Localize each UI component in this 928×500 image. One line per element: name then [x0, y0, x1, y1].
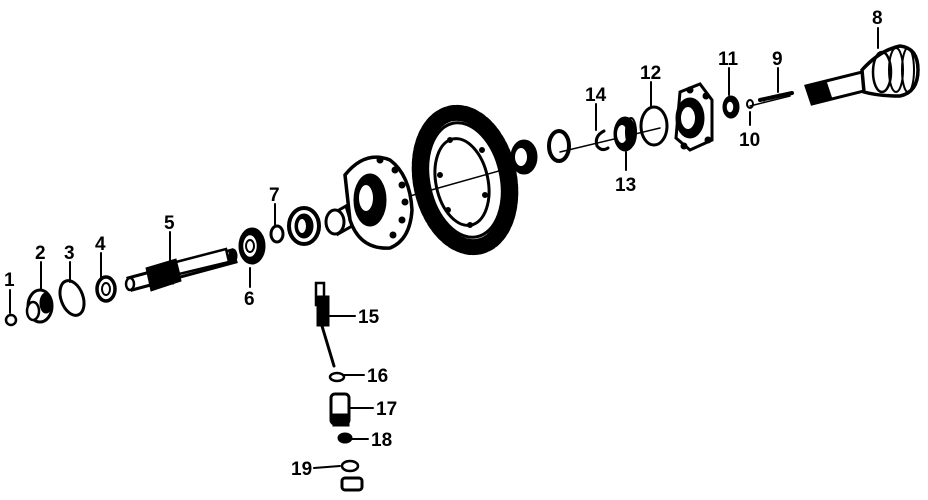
callout-6: 6: [244, 289, 255, 310]
callout-10: 10: [739, 130, 760, 151]
part-17-sleeve: [329, 392, 351, 427]
differential-case: [324, 155, 414, 250]
bearing-race-ring: [547, 129, 571, 163]
callout-9: 9: [772, 49, 783, 70]
callout-15: 15: [358, 307, 380, 328]
callout-19: 19: [291, 459, 312, 480]
callout-16: 16: [367, 366, 388, 387]
callout-4: 4: [95, 234, 106, 255]
adapter-housing: [674, 82, 714, 152]
part-7-ring: [269, 224, 285, 244]
part-4-bearing: [95, 275, 117, 303]
part-6-bearing: [238, 227, 266, 265]
bearing-race: [287, 206, 321, 246]
callout-5: 5: [164, 213, 175, 234]
part-8-axle-joint: [804, 44, 920, 106]
callout-13: 13: [615, 175, 636, 196]
callout-17: 17: [376, 399, 397, 420]
part-12-ring: [639, 105, 669, 147]
assembly-axis: [409, 95, 791, 197]
callout-labels: 1 2 3 4 5 6 7 8 9 10 11 12 13 14 15 16 1…: [4, 8, 883, 480]
callout-18: 18: [371, 430, 392, 451]
part-11-seal: [722, 95, 740, 119]
part-3-snap-ring: [58, 279, 86, 317]
part-1-ring: [4, 313, 18, 327]
callout-7: 7: [269, 185, 280, 206]
leader-lines: [9, 27, 879, 469]
part-18-seal: [337, 432, 353, 444]
carrier-bearing: [510, 139, 538, 175]
part-9-pin: [758, 91, 794, 102]
part-14-clip: [594, 129, 610, 152]
part-19-retainer: [340, 459, 364, 492]
callout-11: 11: [718, 49, 739, 70]
callout-1: 1: [4, 270, 15, 291]
part-15-driven-gear-shaft: [314, 281, 336, 368]
part-10-ring: [746, 99, 754, 109]
part-2-flange: [25, 288, 54, 324]
part-13-bearing: [613, 116, 637, 152]
ring-gear: [411, 104, 519, 256]
callout-14: 14: [585, 85, 607, 106]
part-5-shaft: [124, 247, 238, 292]
callout-3: 3: [64, 243, 75, 264]
callout-2: 2: [35, 243, 46, 264]
callout-8: 8: [872, 8, 883, 29]
callout-12: 12: [640, 63, 661, 84]
part-16-o-ring: [328, 371, 346, 383]
